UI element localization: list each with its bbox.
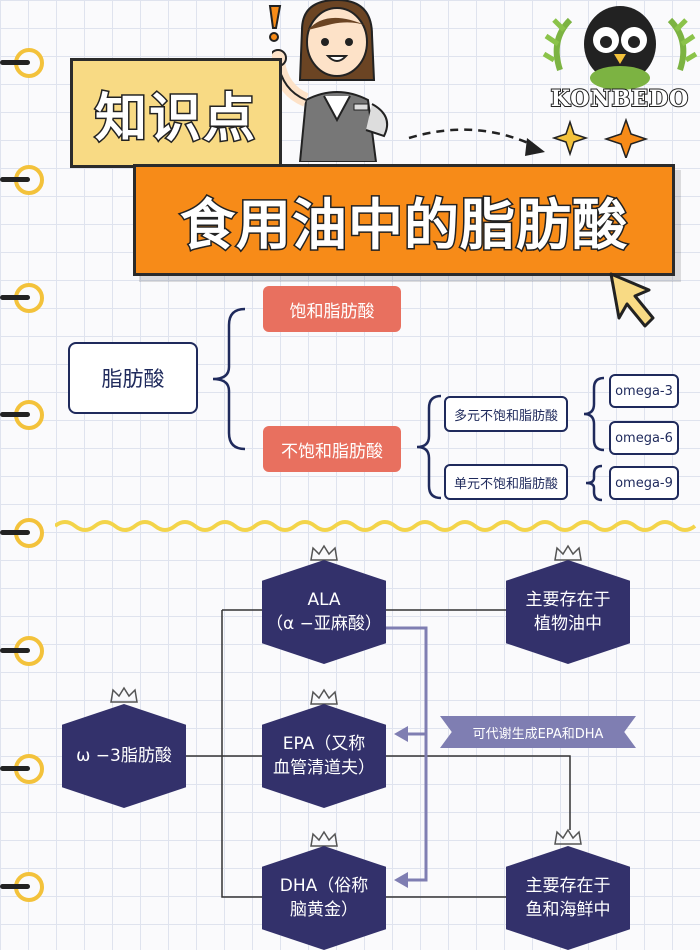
omega6-label: omega-6: [615, 430, 673, 446]
epa-line2: 血管清道夫）: [273, 758, 375, 778]
ring-wire: [0, 295, 30, 300]
omega9-box: omega-9: [609, 466, 679, 500]
omega6-box: omega-6: [609, 421, 679, 455]
mindmap-root-label: 脂肪酸: [101, 367, 165, 391]
ala-line2: （α −亚麻酸）: [266, 614, 382, 634]
brace-poly: [583, 376, 605, 452]
plant-line1: 主要存在于: [525, 590, 611, 610]
saturated-box: 饱和脂肪酸: [263, 286, 401, 332]
ring-wire: [0, 884, 30, 889]
presenter-illustration: [272, 0, 388, 162]
crown-icon: [554, 828, 582, 845]
crown-icon: [310, 544, 338, 561]
crown-icon: [554, 544, 582, 561]
sparkle-icon: [552, 118, 649, 158]
dashed-arrow: [408, 128, 545, 156]
brand-name: KONBEDO: [550, 85, 690, 113]
plant-line2: 植物油中: [534, 614, 602, 634]
epa-node: EPA（又称 血管清道夫）: [262, 704, 386, 808]
unsaturated-label: 不饱和脂肪酸: [281, 441, 383, 462]
fish-line1: 主要存在于: [525, 876, 611, 896]
brace-mono: [585, 464, 603, 502]
saturated-label: 饱和脂肪酸: [289, 301, 375, 322]
fish-node: 主要存在于 鱼和海鲜中: [506, 846, 630, 950]
fish-line2: 鱼和海鲜中: [525, 900, 611, 920]
crown-icon: [110, 686, 138, 703]
ring-wire: [0, 60, 30, 65]
crown-icon: [310, 688, 338, 705]
epa-line1: EPA（又称: [282, 734, 366, 754]
mono-box: 单元不饱和脂肪酸: [444, 464, 568, 500]
omega3-label: omega-3: [615, 383, 673, 399]
metabolism-callout-label: 可代谢生成EPA和DHA: [472, 726, 604, 742]
metabolism-callout: 可代谢生成EPA和DHA: [440, 716, 636, 748]
omega9-label: omega-9: [615, 475, 673, 491]
owl-logo-icon: [542, 6, 698, 90]
mono-label: 单元不饱和脂肪酸: [453, 476, 558, 492]
ring-wire: [0, 412, 30, 417]
ring-wire: [0, 530, 30, 535]
omega3-fa-node: ω −3脂肪酸: [62, 704, 186, 808]
unsaturated-box: 不饱和脂肪酸: [263, 426, 401, 472]
title-small-text: 知识点: [93, 87, 257, 150]
brace-main: [212, 307, 246, 451]
ala-node: ALA （α −亚麻酸）: [262, 560, 386, 664]
dha-line2: 脑黄金）: [290, 900, 358, 920]
dha-node: DHA（俗称 脑黄金）: [262, 846, 386, 950]
omega3-fa-label: ω −3脂肪酸: [76, 746, 172, 766]
ala-line1: ALA: [307, 590, 341, 610]
konbedo-logo: KONBEDO: [540, 0, 700, 130]
dha-line1: DHA（俗称: [279, 876, 369, 896]
exclamation-icon: [268, 5, 282, 42]
cursor-icon: [609, 272, 655, 328]
title-main: 食用油中的脂肪酸: [133, 164, 675, 276]
mindmap-root: 脂肪酸: [68, 342, 198, 414]
wavy-separator: [55, 520, 697, 532]
ring-wire: [0, 648, 30, 653]
crown-icon: [310, 830, 338, 847]
plant-node: 主要存在于 植物油中: [506, 560, 630, 664]
poly-label: 多元不饱和脂肪酸: [453, 408, 558, 424]
ring-wire: [0, 177, 30, 182]
omega3-box: omega-3: [609, 374, 679, 408]
title-big-text: 食用油中的脂肪酸: [178, 192, 628, 259]
brace-unsaturated: [416, 394, 442, 500]
poly-box: 多元不饱和脂肪酸: [444, 396, 568, 432]
ring-wire: [0, 766, 30, 771]
